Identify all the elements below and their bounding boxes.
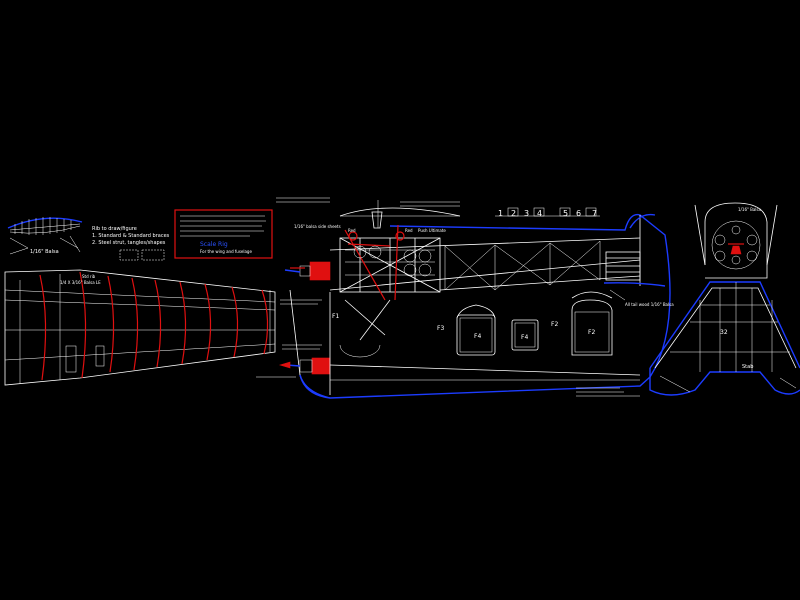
front-former-label: 1/16" Balsa — [738, 207, 761, 212]
label-red-2: Red — [405, 228, 413, 233]
legend-item-2: 2. Steel strut, tangles/shapes — [92, 240, 166, 246]
former-f2-label: F2 — [588, 329, 595, 336]
station-numbers: 1 2 3 4 5 6 7 — [498, 209, 597, 218]
svg-text:4: 4 — [537, 209, 542, 218]
label-all-balsa: All tail wood 1/16" Balsa — [625, 302, 674, 307]
note-box-subtitle: For the wing and fuselage — [200, 249, 252, 254]
rib-template-boxes — [119, 249, 165, 261]
svg-text:1: 1 — [498, 209, 503, 218]
front-view-former: 1/16" Balsa — [694, 202, 778, 279]
note-box-title: Scale Rig — [200, 241, 228, 248]
rudder-label: 32 — [720, 329, 728, 336]
label-red-1: Red — [348, 228, 356, 233]
dihedral-label: 1/16" Balsa — [30, 249, 59, 255]
former-f4-label: F4 — [521, 334, 528, 341]
wing-panel: 1/4 X 3/16" Balsa LE Std rib — [4, 269, 276, 386]
stabilizer-plan: Stab 32 — [649, 281, 800, 396]
label-balsa-sheet: 1/16" balsa side sheets — [294, 224, 341, 229]
svg-text:6: 6 — [576, 209, 581, 218]
wing-spar-label: 1/4 X 3/16" Balsa LE — [60, 280, 101, 285]
engine-mount — [278, 261, 331, 375]
svg-text:2: 2 — [511, 209, 516, 218]
stab-label: Stab — [742, 364, 753, 370]
svg-text:7: 7 — [592, 209, 597, 218]
label-push-ultimate: Push Ultimate — [418, 228, 446, 233]
former-f4-side: F2 — [551, 321, 558, 328]
svg-text:3: 3 — [524, 209, 529, 218]
wing-root-label: Std rib — [82, 274, 96, 279]
fuselage-side-view: F4 F4 F2 F1 F3 F2 1 2 3 4 5 6 7 — [256, 197, 674, 399]
former-f3-label: F4 — [474, 333, 481, 340]
wing-airfoil-section: 1/16" Balsa — [7, 217, 83, 255]
legend-item-1: 1. Standard & Standard braces — [92, 233, 170, 239]
note-box: Scale Rig For the wing and fuselage — [174, 209, 273, 259]
legend-title: Rib to draw/figure — [92, 226, 137, 232]
svg-text:5: 5 — [563, 209, 568, 218]
former-f3-side: F3 — [437, 325, 444, 332]
former-f1-label: F1 — [332, 313, 339, 320]
wing-legend: Rib to draw/figure 1. Standard & Standar… — [92, 226, 170, 246]
station-ruler — [495, 207, 600, 217]
